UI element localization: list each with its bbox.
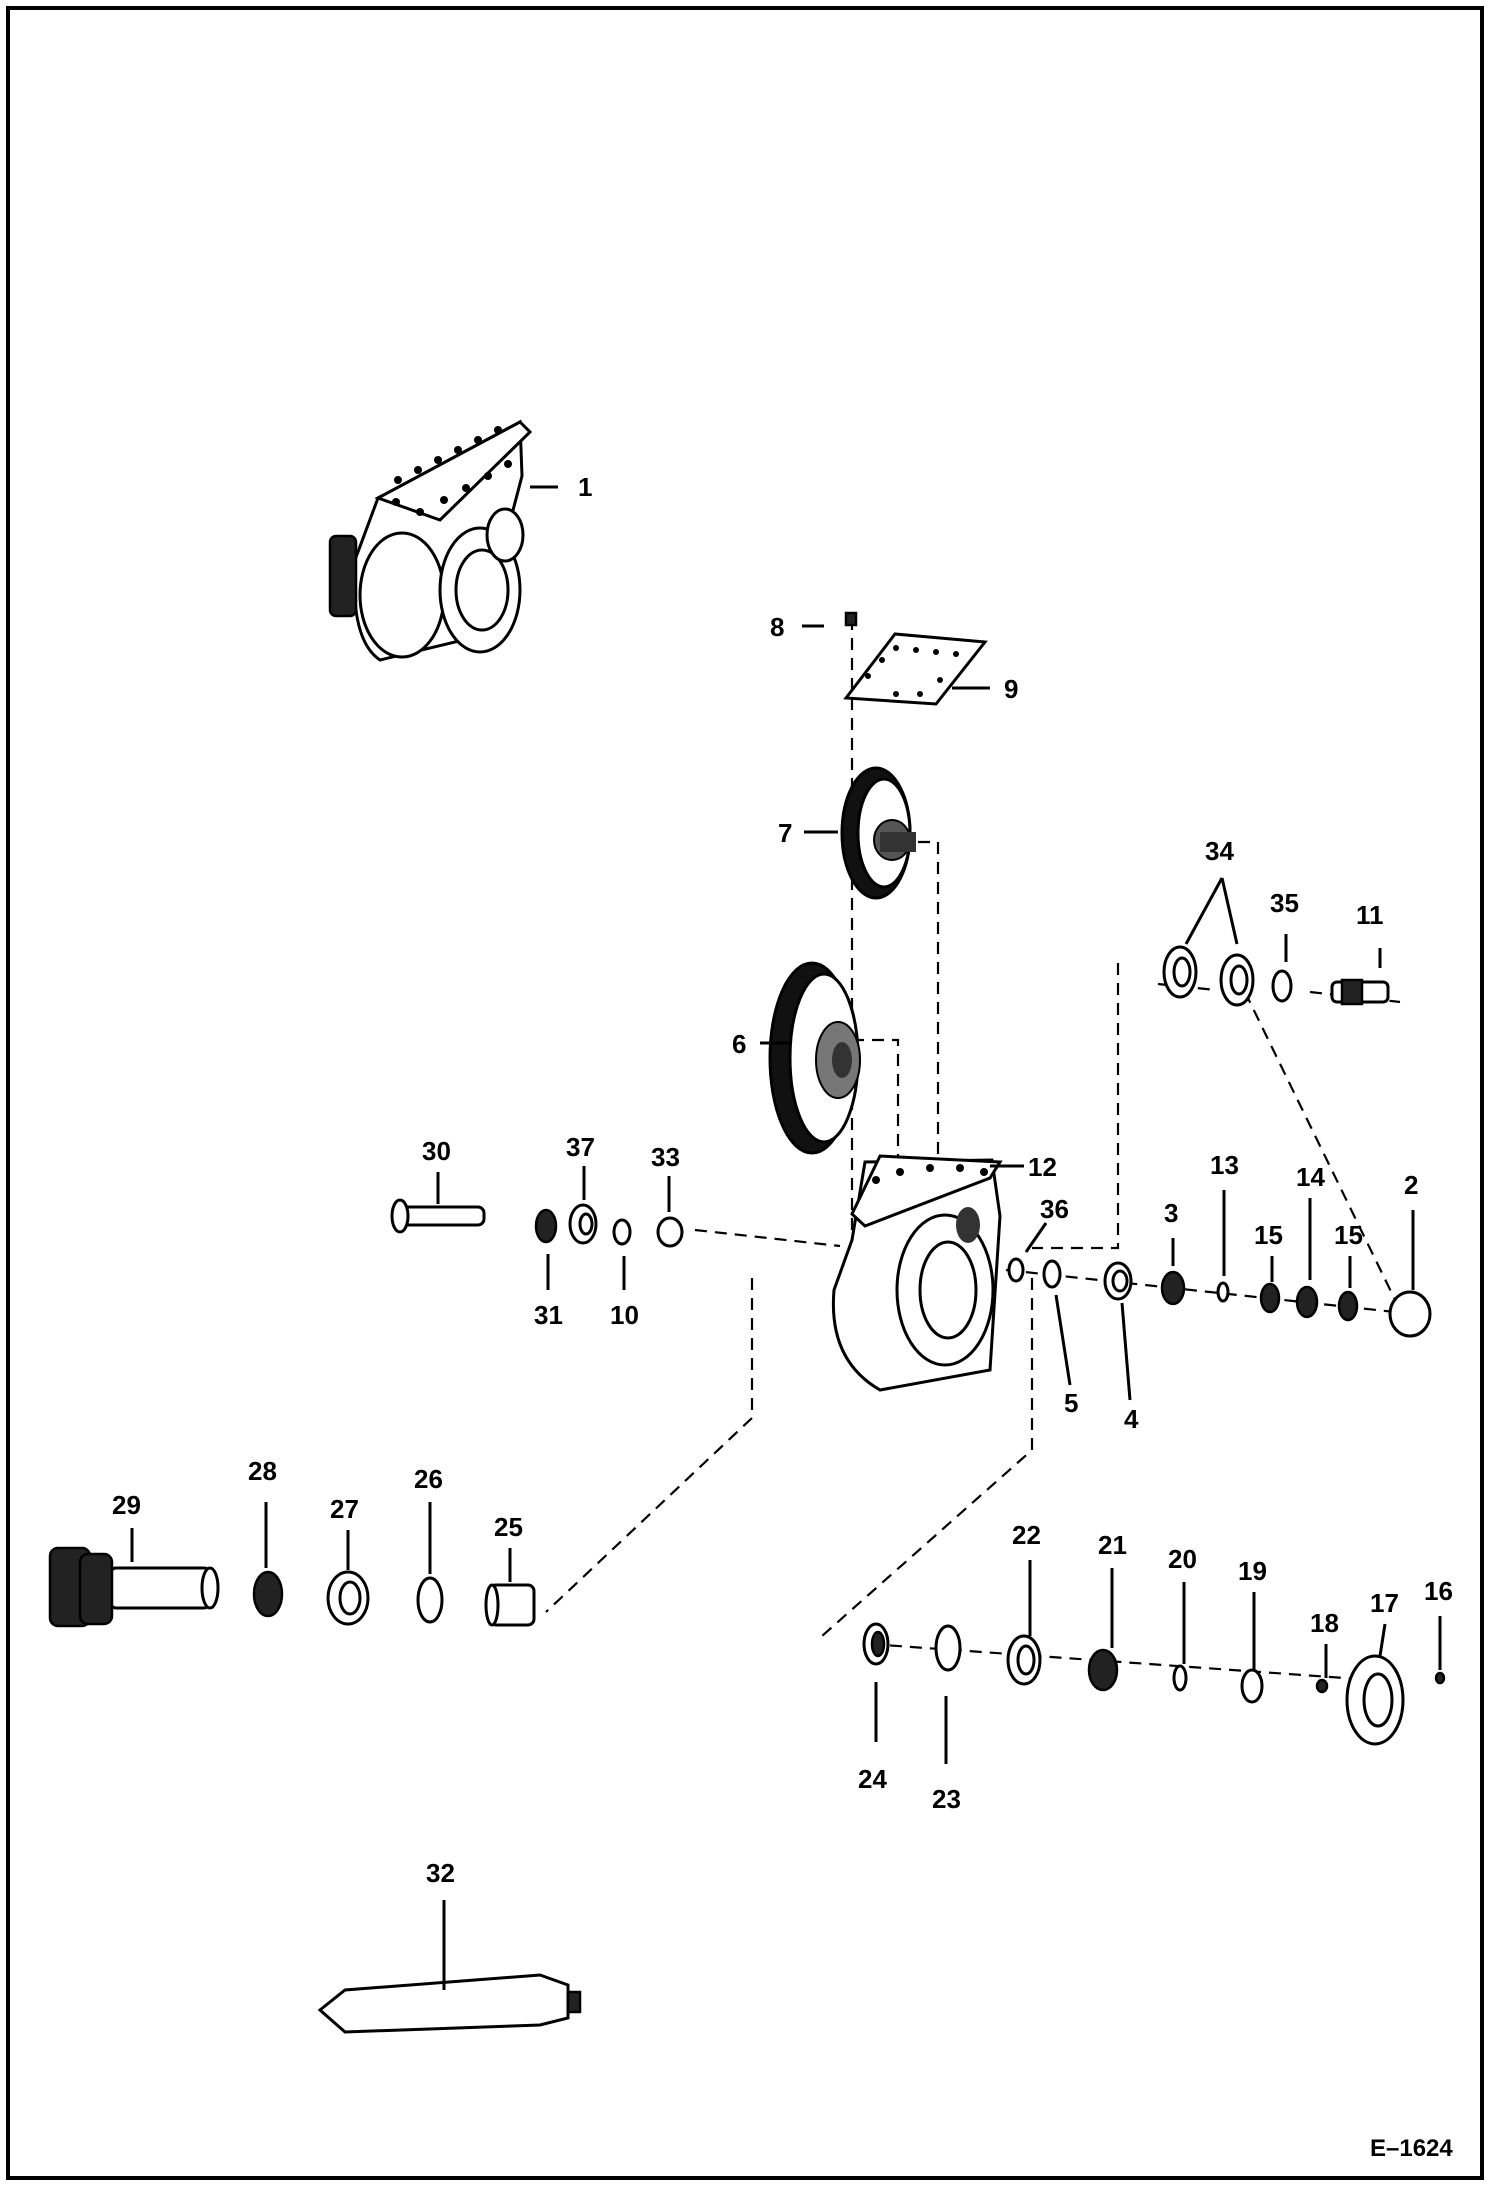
callout-18: 18 [1310,1608,1339,1638]
callout-23: 23 [932,1784,961,1814]
callout-20: 20 [1168,1544,1197,1574]
callout-leaders [130,485,1442,1990]
diagram-border [6,6,1484,2180]
screw-part-8 [844,611,858,627]
callout-15-right: 15 [1334,1220,1363,1250]
shaft-part-11 [1330,978,1390,1006]
cups-part-34 [1162,945,1255,1007]
callout-labels: 1 8 9 7 6 12 34 35 11 30 37 33 31 10 36 … [112,472,1453,1888]
axle-part-29 [48,1546,220,1628]
callout-6: 6 [732,1029,746,1059]
shim-part-15-right [1337,1290,1359,1322]
gear-part-6 [768,961,861,1155]
cap-part-2 [1388,1290,1432,1338]
ring-part-10 [612,1218,632,1246]
sealant-tube-part-32 [317,1973,582,2034]
callout-28: 28 [248,1456,277,1486]
seal-part-24 [862,1622,890,1666]
callout-5: 5 [1064,1388,1078,1418]
screw-part-16 [1434,1671,1446,1685]
callout-33: 33 [651,1142,680,1172]
cup-part-37 [568,1203,598,1245]
snap-ring-part-5 [1042,1259,1062,1289]
callout-8: 8 [770,612,784,642]
callout-22: 22 [1012,1520,1041,1550]
callout-13: 13 [1210,1150,1239,1180]
callout-4: 4 [1124,1404,1139,1434]
cup-part-4 [1103,1261,1133,1301]
callout-35: 35 [1270,888,1299,918]
callout-10: 10 [610,1300,639,1330]
callout-7: 7 [778,818,792,848]
callout-24: 24 [858,1764,887,1794]
gear-part-7 [840,766,916,900]
callout-21: 21 [1098,1530,1127,1560]
callout-3: 3 [1164,1198,1178,1228]
cover-plate-part-9 [843,632,988,706]
shim-part-13 [1216,1281,1230,1303]
flange-part-17 [1345,1654,1405,1746]
callout-14: 14 [1296,1162,1325,1192]
callout-9: 9 [1004,674,1018,704]
callout-37: 37 [566,1132,595,1162]
figure-number: E–1624 [1370,2135,1453,2162]
washer-part-36 [1007,1257,1025,1283]
bearing-part-28 [252,1570,284,1618]
callout-2: 2 [1404,1170,1418,1200]
callout-36: 36 [1040,1194,1069,1224]
cup-part-27 [326,1570,370,1626]
callout-15-left: 15 [1254,1220,1283,1250]
shaft-part-30 [390,1198,486,1234]
bearing-part-31 [534,1208,558,1244]
spacer-part-33 [656,1216,684,1248]
cup-part-22 [1006,1634,1042,1686]
callout-31: 31 [534,1300,563,1330]
callout-11: 11 [1356,900,1384,930]
callout-17: 17 [1370,1588,1399,1618]
callout-1: 1 [578,472,592,502]
bearing-part-3 [1160,1270,1186,1306]
callout-32: 32 [426,1858,455,1888]
ring-part-35 [1271,969,1293,1003]
shim-part-14 [1295,1285,1319,1319]
seal-part-19 [1240,1668,1264,1704]
shim-part-15-left [1259,1282,1281,1314]
snap-ring-part-23 [934,1624,962,1672]
callout-30: 30 [422,1136,451,1166]
callout-29: 29 [112,1490,141,1520]
callout-26: 26 [414,1464,443,1494]
gearbox-assembly-part-1 [328,419,533,662]
bolt-part-18 [1315,1678,1329,1694]
callout-12: 12 [1028,1152,1057,1182]
shim-part-20 [1172,1664,1188,1692]
callout-19: 19 [1238,1556,1267,1586]
snap-ring-part-26 [416,1576,444,1624]
callout-27: 27 [330,1494,359,1524]
callout-25: 25 [494,1512,523,1542]
housing-part-12 [831,1154,1003,1392]
assembly-guide-lines [545,618,1401,1684]
bearing-part-21 [1087,1648,1119,1692]
spacer-part-25 [484,1583,536,1627]
callout-34: 34 [1205,836,1234,866]
callout-16: 16 [1424,1576,1453,1606]
